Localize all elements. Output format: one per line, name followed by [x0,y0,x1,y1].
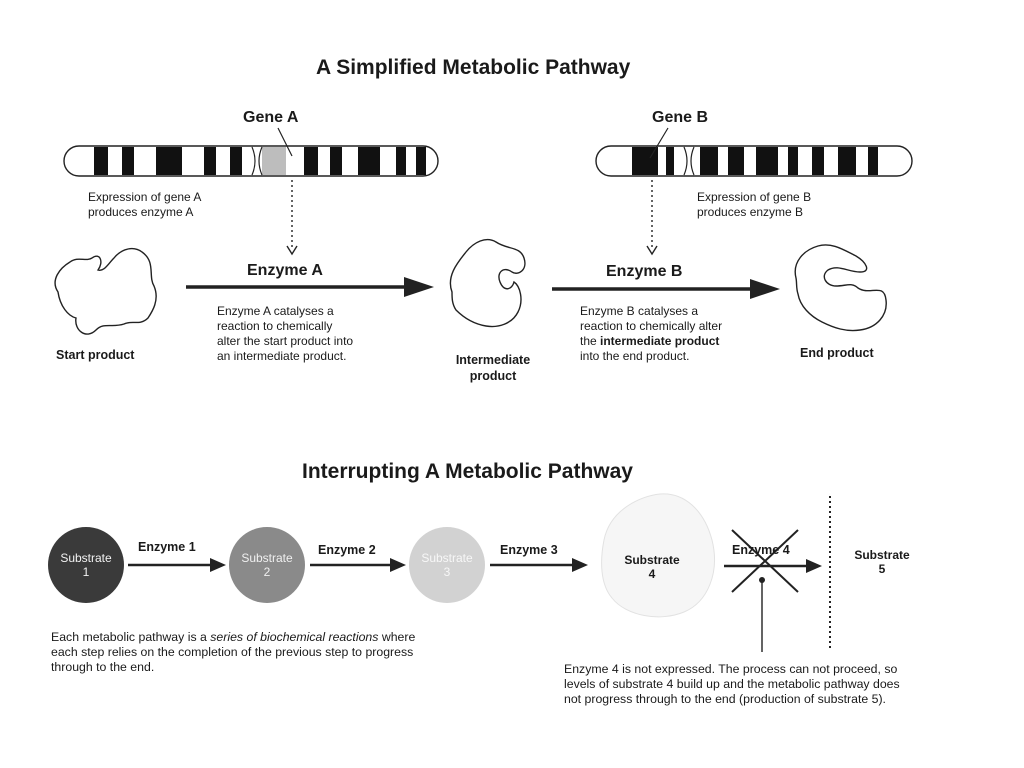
substrate-4-shape [601,493,715,618]
right-note: Enzyme 4 is not expressed. The process c… [564,662,900,706]
gene-a-expression-text: Expression of gene A produces enzyme A [88,190,202,219]
enzyme-b-description: Enzyme B catalyses a reaction to chemica… [580,304,723,363]
end-product-shape [794,244,887,332]
start-product-shape [54,247,157,335]
substrate-2: Substrate 2 [229,527,305,603]
enzyme-3-label: Enzyme 3 [500,543,558,557]
start-product-label: Start product [56,348,135,362]
enzyme-2-label: Enzyme 2 [318,543,376,557]
substrate-1: Substrate 1 [48,527,124,603]
intermediate-product-shape [449,238,526,328]
substrate-3: Substrate 3 [409,527,485,603]
enzyme-4-label: Enzyme 4 [732,543,790,557]
intermediate-product-label: Intermediate product [455,353,531,383]
end-product-label: End product [800,346,874,360]
enzyme-1-label: Enzyme 1 [138,540,196,554]
gene-a-label: Gene A [243,109,299,126]
left-note: Each metabolic pathway is a series of bi… [51,630,416,674]
interrupt-title: Interrupting A Metabolic Pathway [302,460,633,483]
substrate-4-label: Substrate 4 [624,553,680,581]
gene-b-expression-text: Expression of gene B produces enzyme B [697,190,812,219]
pathway-title: A Simplified Metabolic Pathway [316,56,631,79]
enzyme-a-description: Enzyme A catalyses a reaction to chemica… [217,304,354,363]
substrate-5-label: Substrate 5 [854,548,910,576]
gene-b-label: Gene B [652,109,709,126]
chromosome-b [595,127,913,177]
enzyme-b-label: Enzyme B [606,263,683,280]
enzyme-a-label: Enzyme A [247,262,323,279]
chromosome-a [63,127,439,177]
